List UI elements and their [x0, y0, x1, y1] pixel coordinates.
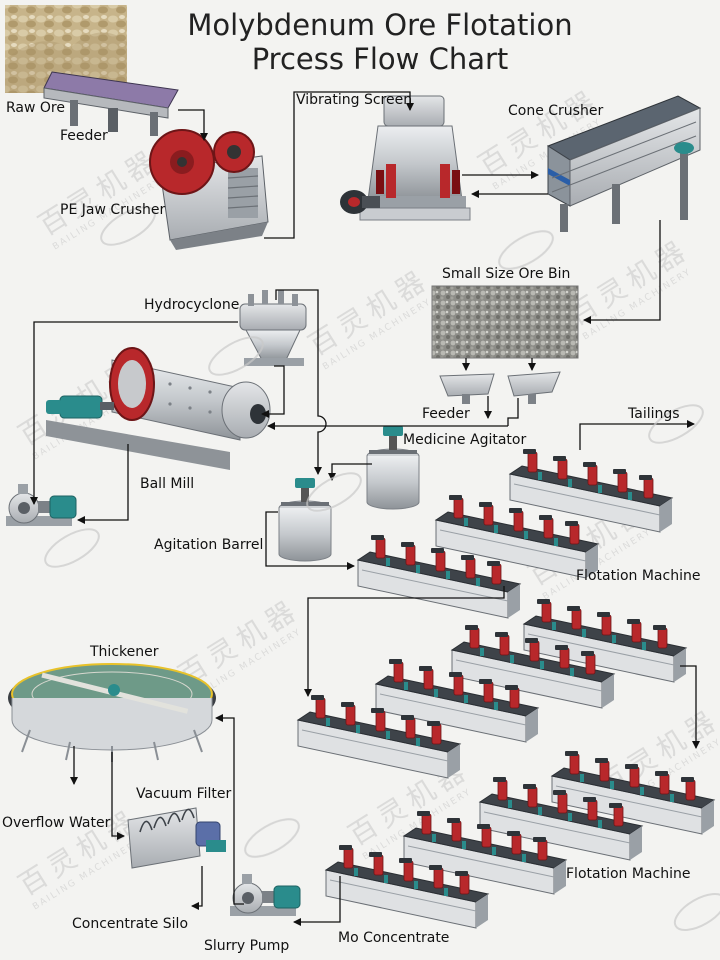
logo-ellipse: [44, 528, 100, 568]
feeder-vibrating: [43, 71, 179, 136]
label-mo-concentrate: Mo Concentrate: [338, 930, 450, 946]
arrow-cyclone-to-mill: [261, 365, 285, 418]
cone-crusher-machine: [340, 95, 471, 221]
ball-mill-machine: [46, 347, 271, 470]
arrow-flotation-to-group2: [304, 586, 505, 697]
thickener-machine: [8, 663, 216, 762]
label-vacuum-filter: Vacuum Filter: [136, 786, 232, 802]
label-flotation-machine-bottom: Flotation Machine: [566, 866, 691, 882]
logo-ellipse: [100, 206, 156, 246]
slurry-pump-bottom: [229, 873, 301, 917]
feeder-pair: [439, 371, 561, 404]
label-thickener: Thickener: [90, 644, 159, 660]
label-vibrating-screen: Vibrating Screen: [296, 92, 413, 108]
label-feeder-mid: Feeder: [422, 406, 470, 422]
label-pe-jaw-crusher: PE Jaw Crusher: [60, 202, 166, 218]
label-tailings: Tailings: [628, 406, 680, 422]
logo-ellipse: [208, 336, 264, 376]
arrow-barrel-to-flotation: [265, 511, 355, 570]
logo-ellipse: [244, 818, 300, 858]
label-ball-mill: Ball Mill: [140, 476, 195, 492]
label-cone-crusher: Cone Crusher: [508, 103, 604, 119]
page-title: Molybdenum Ore Flotation Prcess Flow Cha…: [160, 8, 600, 76]
title-line-1: Molybdenum Ore Flotation: [187, 8, 573, 42]
agitation-barrel-tank: [278, 477, 332, 562]
label-hydrocyclone: Hydrocyclone: [144, 297, 240, 313]
logo-ellipse: [306, 472, 362, 512]
arrow-pump-to-cyclone: [30, 321, 238, 505]
label-concentrate-silo: Concentrate Silo: [72, 916, 189, 932]
label-agitation-barrel: Agitation Barrel: [154, 537, 264, 553]
label-overflow-water: Overflow Water: [2, 815, 111, 831]
arrow-feeder-to-jaw: [178, 109, 208, 141]
logo-ellipse: [673, 893, 720, 931]
slurry-pump-left: [5, 483, 77, 527]
arrow-concentrate-to-pump: [293, 876, 341, 926]
label-feeder-top: Feeder: [60, 128, 108, 144]
label-small-size-ore-bin: Small Size Ore Bin: [442, 266, 571, 282]
arrow-screen-to-bin: [583, 220, 661, 324]
small-size-ore-bin-image: [431, 285, 579, 359]
hydrocyclone-machine: [239, 290, 307, 366]
vacuum-filter-machine: [127, 807, 226, 869]
arrow-tailings: [579, 420, 695, 450]
arrow-mill-to-pump: [77, 444, 129, 524]
logo-watermarks: [44, 206, 720, 931]
logo-ellipse: [648, 404, 704, 444]
label-flotation-machine-top: Flotation Machine: [576, 568, 701, 584]
arrow-pump-to-thickener: [215, 714, 244, 905]
label-slurry-pump: Slurry Pump: [204, 938, 290, 954]
flow-lines: [30, 91, 700, 926]
vibrating-screen-machine: [546, 95, 702, 232]
arrow-agitator-to-barrel: [328, 463, 372, 481]
arrow-thickener-to-filter: [111, 752, 125, 840]
label-medicine-agitator: Medicine Agitator: [403, 432, 527, 448]
label-raw-ore: Raw Ore: [6, 100, 65, 116]
arrow-cyclone-to-barrel: [275, 289, 327, 475]
pe-jaw-crusher: [149, 129, 269, 250]
title-line-2: Prcess Flow Chart: [251, 42, 509, 76]
line-feeder-down-b: [507, 398, 519, 426]
arrow-group2-to-group3: [680, 665, 700, 749]
flotation-cell-1: [509, 448, 673, 533]
arrow-filter-to-silo: [191, 866, 203, 910]
logo-ellipse: [498, 230, 554, 270]
arrow-jaw-to-cone: [264, 91, 414, 239]
